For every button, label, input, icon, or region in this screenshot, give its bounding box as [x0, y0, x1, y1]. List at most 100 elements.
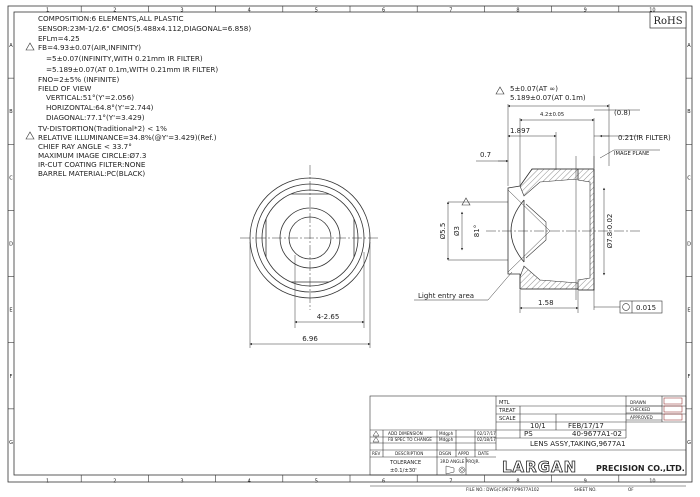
rev-header: REV	[372, 451, 381, 456]
signature-stamp-icon	[663, 413, 683, 421]
label-image-plane: IMAGE PLANE	[614, 151, 649, 157]
border-col-label: 5	[315, 8, 318, 14]
border-col-label: 1	[46, 8, 49, 14]
dim-d3: Ø3	[453, 226, 461, 236]
label-light-entry: Light entry area	[418, 292, 474, 300]
rev-desc: FB SPEC TO CHANGE	[388, 437, 432, 442]
spec-line: SENSOR:23M-1/2.6" CMOS(5.488x4.112,DIAGO…	[38, 24, 251, 33]
dim-d55: Ø5.5	[439, 223, 447, 240]
spec-line: MAXIMUM IMAGE CIRCLE:Ø7.3	[38, 151, 146, 160]
dim-ir-filter: 0.21(IR FILTER)	[618, 134, 671, 142]
side-dimensions	[414, 104, 660, 313]
border-col-label: 3	[180, 479, 183, 485]
title-block-text: MTL TREAT SCALE 10/1 FEB/17/17 PS 40-967…	[372, 397, 685, 492]
part-number: 40-9677A1-02	[572, 430, 622, 438]
border-row-label: G	[9, 440, 13, 446]
spec-line: FIELD OF VIEW	[38, 84, 91, 93]
spec-line: VERTICAL:51°(Y'=2.056)	[46, 93, 134, 102]
rohs-label: RoHS	[653, 16, 682, 27]
dim-front-outer: 6.96	[302, 335, 318, 343]
rev-header: DATE	[478, 451, 489, 456]
sheet-of: OF	[628, 487, 634, 492]
approved-label: APPROVED	[630, 415, 653, 420]
spec-line: COMPOSITION:6 ELEMENTS,ALL PLASTIC	[38, 14, 184, 23]
revision-triangle-icon	[495, 86, 505, 95]
dim-flatness: 0.015	[636, 304, 656, 312]
flatness-frame	[619, 300, 663, 314]
rev-date: 02/17/17	[477, 431, 496, 436]
border-row-label: A	[687, 43, 691, 49]
spec-line: FNO=2±5% (INFINITE)	[38, 75, 119, 84]
border-col-label: 2	[113, 479, 116, 485]
border-row-label: B	[687, 109, 691, 115]
sheet-number: SHEET NO.	[574, 487, 597, 492]
drawing-title: LENS ASSY,TAKING,9677A1	[530, 440, 626, 448]
rev-desc: ADD DIMENSION	[388, 431, 423, 436]
rev-date: 02/18/17	[477, 437, 496, 442]
border-col-label: 8	[516, 479, 519, 485]
tolerance-value: ±0.1/±30'	[390, 468, 417, 474]
side-view	[486, 156, 640, 300]
signature-stamp-icon	[663, 405, 683, 413]
rohs-box	[649, 11, 687, 29]
rev-header: APPD	[458, 451, 469, 456]
border-row-label: A	[9, 43, 13, 49]
border-col-label: 9	[584, 479, 587, 485]
border-row-label: D	[687, 242, 691, 248]
dim-07: 0.7	[480, 151, 491, 159]
spec-line: =5±0.07(INFINITY,WITH 0.21mm IR FILTER)	[46, 54, 203, 63]
border-row-label: E	[9, 308, 12, 314]
border-col-label: 10	[649, 8, 655, 14]
revision-triangle-icon	[461, 197, 471, 206]
scale-label: SCALE	[499, 416, 516, 422]
flatness-symbol-icon	[622, 303, 630, 311]
border-col-label: 8	[516, 8, 519, 14]
border-col-label: 1	[46, 479, 49, 485]
border-col-label: 4	[248, 479, 251, 485]
spec-line: IR-CUT COATING FILTER:NONE	[38, 160, 146, 169]
dim-158: 1.58	[538, 299, 554, 307]
border-col-label: 3	[180, 8, 183, 14]
border-row-label: F	[688, 374, 691, 380]
spec-line: HORIZONTAL:64.8°(Y'=2.744)	[46, 103, 154, 112]
border-row-label: B	[9, 109, 13, 115]
border-row-label: C	[687, 175, 691, 181]
border-col-label: 6	[382, 479, 385, 485]
third-angle-label: 3RD ANGLE PROJR.	[440, 459, 480, 464]
border-row-label: C	[9, 175, 13, 181]
mtl-label: MTL	[499, 400, 510, 406]
dim-ref: (0.8)	[614, 109, 631, 117]
border-col-label: 9	[584, 8, 587, 14]
tolerance-label: TOLERANCE	[389, 460, 421, 466]
spec-line: RELATIVE ILLUMINANCE=34.8%(@Y'=3.429)(Re…	[38, 133, 217, 142]
company-logo: LARGAN	[502, 458, 577, 476]
spec-line: FB=4.93±0.07(AIR,INFINITY)	[38, 43, 141, 52]
scale-value: 10/1	[530, 422, 546, 430]
dim-length: 4.2±0.05	[540, 112, 564, 118]
spec-line: DIAGONAL:77.1°(Y'=3.429)	[46, 113, 145, 122]
rev-by: Mdgph	[439, 437, 454, 442]
border-col-label: 10	[649, 479, 655, 485]
title-block	[369, 395, 687, 487]
spec-line: EFLm=4.25	[38, 34, 80, 43]
drawn-label: DRAWN	[630, 400, 646, 405]
border-col-label: 7	[449, 8, 452, 14]
revision-triangle-icon	[25, 131, 35, 140]
border-row-label: F	[10, 374, 13, 380]
spec-list: COMPOSITION:6 ELEMENTS,ALL PLASTIC SENSO…	[37, 14, 251, 178]
dim-d78: Ø7.8-0.02	[606, 214, 614, 249]
front-view	[240, 165, 380, 348]
dim-fb-top: 5±0.07(AT ∞)	[510, 85, 558, 93]
rev-by: Mdgph	[439, 431, 454, 436]
drawing-date: FEB/17/17	[568, 422, 604, 430]
rev-header: DSGN	[439, 451, 451, 456]
rev-header: DESCRIPTION	[395, 451, 423, 456]
border-row-label: G	[687, 440, 691, 446]
revision-triangle-icon	[25, 42, 35, 51]
spec-line: TV-DISTORTION(Traditional*2) < 1%	[37, 124, 167, 133]
signature-stamp-icon	[663, 397, 683, 405]
border-col-label: 2	[113, 8, 116, 14]
border-col-label: 5	[315, 479, 318, 485]
